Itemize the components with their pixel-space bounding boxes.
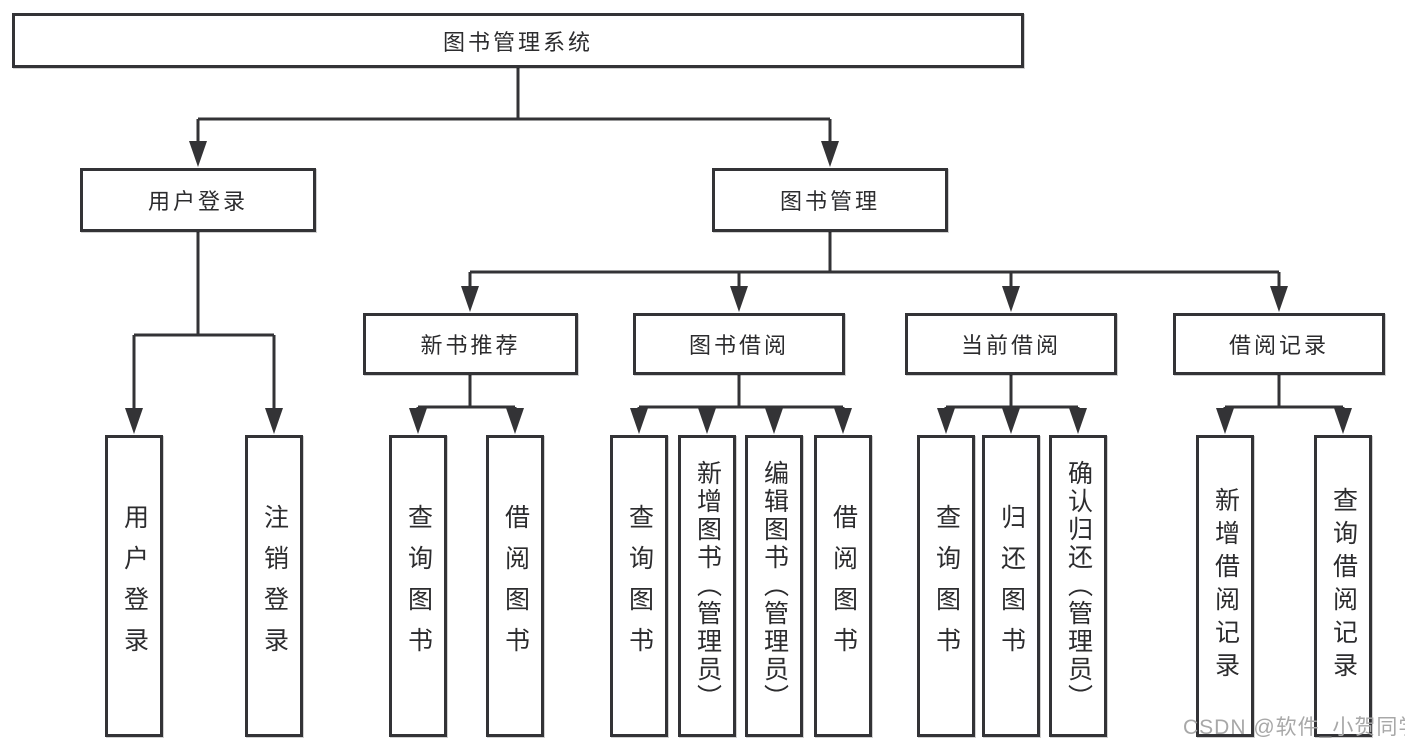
arrowhead (834, 408, 852, 434)
leaf-logout: 注销登录 (245, 435, 303, 737)
node-book-borrowing: 图书借阅 (633, 313, 845, 375)
leaf-query-books-current-label: 查询图书 (932, 504, 961, 668)
node-current-borrowing-label: 当前借阅 (960, 333, 1061, 358)
leaf-add-borrow-record-label: 新增借阅记录 (1211, 487, 1240, 685)
connector-root-to-level2 (196, 66, 832, 142)
leaf-borrow-books-recommend: 借阅图书 (486, 435, 544, 737)
leaf-add-book-admin: 新增图书（管理员） (678, 435, 736, 737)
node-book-borrowing-label: 图书借阅 (688, 333, 789, 358)
connector-borrow-records-children (1223, 374, 1345, 409)
arrowhead (506, 408, 524, 434)
arrowhead (1270, 286, 1288, 312)
node-book-management-label: 图书管理 (779, 189, 880, 214)
leaf-return-book: 归还图书 (982, 435, 1040, 737)
leaf-borrow-books-recommend-label: 借阅图书 (501, 504, 530, 668)
leaf-confirm-return-admin: 确认归还（管理员） (1049, 435, 1107, 737)
node-book-management: 图书管理 (712, 168, 948, 232)
connector-book-management-children (468, 232, 1281, 287)
node-user-login: 用户登录 (80, 168, 316, 232)
arrowhead (1002, 408, 1020, 434)
leaf-query-borrow-record: 查询借阅记录 (1314, 435, 1372, 737)
leaf-query-books-borrowing-label: 查询图书 (625, 504, 654, 668)
arrowhead (1334, 408, 1352, 434)
connector-user-login-children (132, 232, 276, 409)
leaf-return-book-label: 归还图书 (997, 504, 1026, 668)
node-new-book-recommend-label: 新书推荐 (420, 333, 521, 358)
leaf-confirm-return-admin-label: 确认归还（管理员） (1064, 460, 1093, 712)
connector-new-book-children (416, 374, 517, 409)
arrowhead (630, 408, 648, 434)
leaf-edit-book-admin-label: 编辑图书（管理员） (760, 460, 789, 712)
arrowhead (1069, 408, 1087, 434)
arrowhead (125, 408, 143, 434)
leaf-query-books-borrowing: 查询图书 (610, 435, 668, 737)
arrowheads (125, 141, 1352, 434)
node-current-borrowing: 当前借阅 (905, 313, 1117, 375)
arrowhead (937, 408, 955, 434)
leaf-user-login-label: 用户登录 (120, 504, 149, 668)
leaf-query-books-recommend: 查询图书 (389, 435, 447, 737)
node-user-login-label: 用户登录 (147, 189, 248, 214)
node-library-system-label: 图书管理系统 (442, 29, 593, 55)
arrowhead (189, 141, 207, 167)
leaf-query-books-current: 查询图书 (917, 435, 975, 737)
arrowhead (461, 286, 479, 312)
arrowhead (1002, 286, 1020, 312)
arrowhead (698, 408, 716, 434)
arrowhead (765, 408, 783, 434)
arrowhead (730, 286, 748, 312)
leaf-query-books-recommend-label: 查询图书 (404, 504, 433, 668)
connector-current-borrowing-children (944, 374, 1080, 409)
leaf-query-borrow-record-label: 查询借阅记录 (1329, 487, 1358, 685)
node-new-book-recommend: 新书推荐 (363, 313, 578, 375)
leaf-edit-book-admin: 编辑图书（管理员） (745, 435, 803, 737)
leaf-borrow-books-borrowing-label: 借阅图书 (829, 504, 858, 668)
arrowhead (265, 408, 283, 434)
arrowhead (409, 408, 427, 434)
leaf-logout-label: 注销登录 (260, 504, 289, 668)
leaf-add-borrow-record: 新增借阅记录 (1196, 435, 1254, 737)
connector-book-borrowing-children (637, 374, 845, 409)
node-borrow-records: 借阅记录 (1173, 313, 1385, 375)
leaf-user-login: 用户登录 (105, 435, 163, 737)
node-borrow-records-label: 借阅记录 (1228, 333, 1329, 358)
leaf-borrow-books-borrowing: 借阅图书 (814, 435, 872, 737)
leaf-add-book-admin-label: 新增图书（管理员） (693, 460, 722, 712)
node-library-system: 图书管理系统 (12, 13, 1024, 68)
watermark: CSDN @软件_小贺同学 (1183, 716, 1405, 739)
arrowhead (1216, 408, 1234, 434)
arrowhead (821, 141, 839, 167)
